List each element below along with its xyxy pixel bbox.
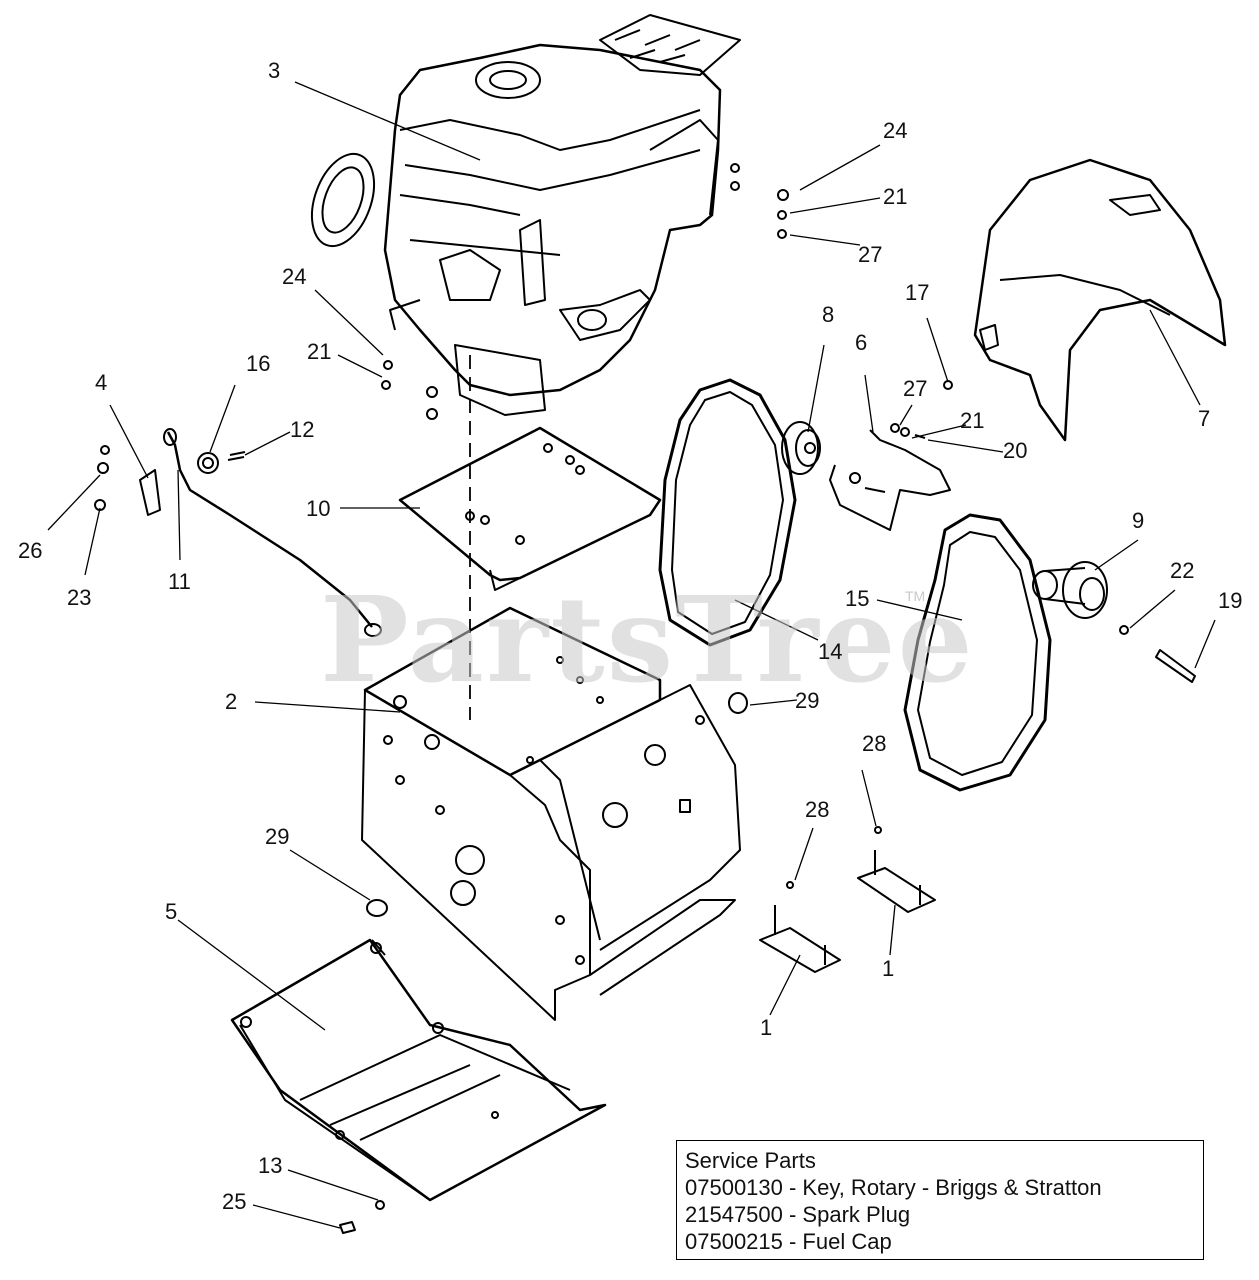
belt-part-14 [658, 378, 797, 647]
partstree-watermark: PartsTree [320, 570, 975, 709]
tray-part-5 [230, 938, 607, 1234]
callout-label: 5 [165, 899, 178, 924]
plate-part-10 [398, 426, 662, 591]
belt-cover-part-7 [973, 158, 1227, 442]
callout-label: 29 [795, 688, 820, 713]
trademark-mark: TM [905, 588, 926, 604]
callout-label: 28 [805, 797, 830, 822]
callout-label: 3 [268, 58, 281, 83]
callout-label: 11 [168, 569, 191, 594]
callout-label: 25 [222, 1189, 247, 1214]
callout-label: 17 [905, 280, 930, 305]
callout-label: 21 [960, 408, 985, 433]
callout-label: 8 [822, 302, 835, 327]
callout-label: 20 [1003, 438, 1028, 463]
callout-label: 10 [306, 496, 331, 521]
callout-label: 24 [282, 264, 307, 289]
bushing-part-29 [366, 692, 748, 917]
callout-label: 4 [95, 370, 108, 395]
callout-label: 1 [882, 956, 895, 981]
callout-label: 27 [903, 376, 928, 401]
hardware-nuts-top-right [730, 163, 789, 239]
grommet-part-16 [197, 451, 246, 474]
callout-label: 19 [1218, 588, 1243, 613]
callout-label: 16 [246, 351, 271, 376]
callout-label: 2 [225, 689, 238, 714]
engine-part-3 [310, 14, 741, 416]
cable-part-11 [163, 428, 382, 637]
service-part-item: 21547500 - Spark Plug [685, 1202, 911, 1227]
callout-label: 22 [1170, 558, 1195, 583]
bracket-part-4 [94, 445, 161, 516]
service-parts-title: Service Parts [685, 1148, 816, 1173]
callout-label: 21 [307, 339, 332, 364]
callout-label: 7 [1198, 406, 1211, 431]
callout-label: 15 [845, 586, 870, 611]
callout-label: 13 [258, 1153, 283, 1178]
callout-label: 27 [858, 242, 883, 267]
service-parts-box: Service Parts 07500130 - Key, Rotary - B… [676, 1140, 1204, 1260]
leader-lines [47, 81, 1216, 1229]
hardware-nuts-under-engine [381, 360, 438, 420]
callout-label: 24 [883, 118, 908, 143]
callout-label: 12 [290, 417, 315, 442]
service-part-item: 07500215 - Fuel Cap [685, 1229, 892, 1254]
callout-label: 29 [265, 824, 290, 849]
callout-label: 28 [862, 731, 887, 756]
idler-arm-part-6 [829, 380, 953, 531]
callout-label: 21 [883, 184, 908, 209]
pulley-part-9 [1032, 561, 1196, 683]
callout-label: 23 [67, 585, 92, 610]
bracket-part-1-right [857, 826, 936, 913]
bracket-part-1-left [759, 881, 841, 973]
callout-label: 14 [818, 639, 843, 664]
callout-label: 1 [760, 1015, 773, 1040]
callout-label: 9 [1132, 508, 1145, 533]
callout-label: 6 [855, 330, 868, 355]
belt-part-15 [903, 513, 1052, 792]
service-part-item: 07500130 - Key, Rotary - Briggs & Stratt… [685, 1175, 1102, 1200]
frame-housing-part-2 [361, 606, 741, 1021]
pulley-part-8 [781, 421, 821, 475]
callout-label: 26 [18, 538, 43, 563]
